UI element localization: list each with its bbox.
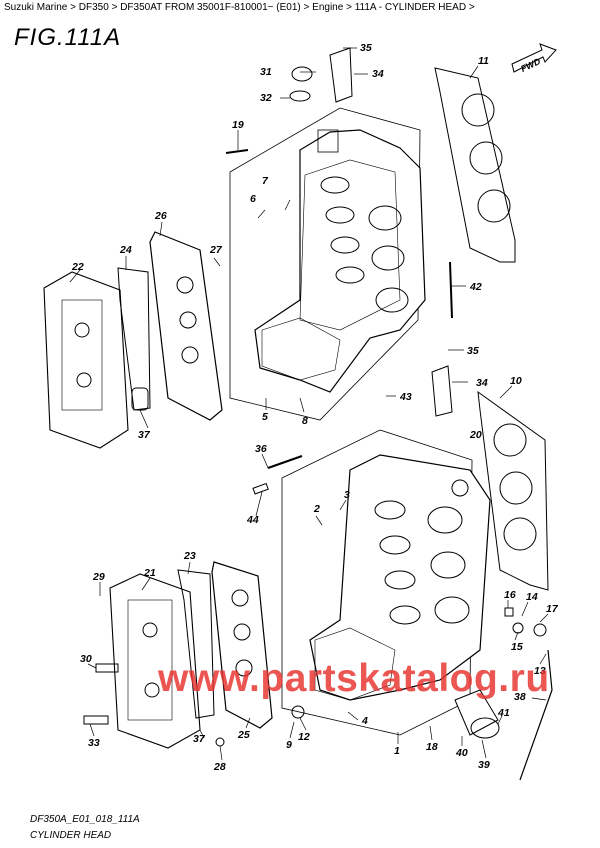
bracket-icon-34 (329, 47, 353, 103)
oil-cap-icon (291, 66, 313, 82)
bolt-icon-36 (267, 455, 303, 469)
part-number-label[interactable]: 6 (250, 193, 256, 205)
breadcrumb-link-suzuki-marine[interactable]: Suzuki Marine (4, 2, 68, 13)
part-number-label[interactable]: 17 (546, 603, 559, 615)
figure-title: FIG.111A (14, 24, 122, 51)
part-number-label[interactable]: 15 (511, 641, 523, 653)
part-number-label[interactable]: 29 (92, 571, 105, 583)
part-number-label[interactable]: 43 (399, 391, 412, 403)
part-number-label[interactable]: 5 (262, 411, 268, 423)
breadcrumb-current: 111A - CYLINDER HEAD (354, 2, 467, 13)
sensor-icon-39 (470, 717, 500, 739)
part-number-label[interactable]: 33 (88, 737, 100, 749)
part-number-label[interactable]: 10 (510, 375, 522, 387)
dowel-pin-icon (252, 482, 269, 495)
part-number-label[interactable]: 26 (154, 210, 167, 222)
breadcrumb-separator: > (111, 2, 118, 13)
part-number-label[interactable]: 1 (394, 745, 400, 757)
upper-cover-gasket (149, 231, 223, 421)
part-number-label[interactable]: 3 (344, 489, 350, 501)
upper-head-gasket (434, 67, 516, 263)
part-number-label[interactable]: 35 (360, 42, 372, 54)
diagram-caption: CYLINDER HEAD (30, 830, 112, 841)
part-number-label[interactable]: 36 (255, 443, 267, 455)
part-number-label[interactable]: 32 (260, 92, 272, 104)
upper-cover-plate (117, 267, 151, 411)
part-number-label[interactable]: 34 (372, 68, 384, 80)
upper-cover-gasket-seals (176, 276, 199, 364)
lower-cam-cover (109, 573, 201, 749)
part-number-label[interactable]: 22 (71, 261, 84, 273)
leader-lines (69, 47, 549, 761)
part-number-label[interactable]: 9 (286, 739, 292, 751)
dipstick-icon (519, 649, 553, 781)
bracket-icon-34b (431, 365, 453, 417)
part-number-label[interactable]: 14 (526, 591, 538, 603)
bolt-icon-42 (449, 261, 453, 319)
fwd-arrow-icon: FWD (511, 43, 557, 74)
washer-icon-15 (512, 622, 524, 634)
sensor-icon-40 (454, 689, 499, 736)
part-number-label[interactable]: 11 (478, 55, 489, 67)
part-number-label[interactable]: 38 (514, 691, 526, 703)
part-number-label[interactable]: 20 (469, 429, 482, 441)
upper-head-outline (229, 107, 421, 421)
breadcrumb-separator: > (468, 2, 475, 13)
part-number-label[interactable]: 41 (497, 707, 510, 719)
part-number-label[interactable]: 23 (183, 550, 196, 562)
part-number-label[interactable]: 39 (478, 759, 490, 771)
part-number-label[interactable]: 12 (298, 731, 310, 743)
part-number-label[interactable]: 28 (213, 761, 226, 773)
grommet-icon-37 (131, 387, 149, 411)
part-number-label[interactable]: 44 (246, 514, 259, 526)
lower-cylinder-head (309, 454, 491, 701)
bolt-icon-19 (225, 149, 249, 154)
breadcrumb-link-model[interactable]: DF350 (78, 2, 109, 13)
part-number-label[interactable]: 27 (209, 244, 223, 256)
part-number-label[interactable]: 7 (262, 175, 269, 187)
part-number-label[interactable]: 35 (467, 345, 479, 357)
lower-cover-gasket-seals (231, 589, 253, 677)
part-number-label[interactable]: 2 (313, 503, 320, 515)
clamp-icon-17 (533, 623, 547, 637)
breadcrumb-link-engine[interactable]: Engine (312, 2, 344, 13)
watermark: www.partskatalog.ru (158, 657, 550, 700)
lower-cover-plate (177, 569, 215, 719)
part-number-label[interactable]: 18 (426, 741, 438, 753)
breadcrumb-separator: > (303, 2, 310, 13)
part-number-label[interactable]: 37 (138, 429, 151, 441)
part-number-label[interactable]: 31 (260, 66, 272, 78)
part-number-label[interactable]: 30 (80, 653, 92, 665)
breadcrumb-link-variant[interactable]: DF350AT FROM 35001F-810001~ (E01) (120, 2, 301, 13)
lower-head-gasket (477, 390, 549, 591)
part-number-label[interactable]: 4 (361, 715, 368, 727)
part-number-label[interactable]: 19 (232, 119, 244, 131)
breadcrumb: Suzuki Marine > DF350 > DF350AT FROM 350… (4, 2, 475, 13)
upper-cylinder-head (254, 129, 426, 393)
o-ring-icon (289, 90, 311, 102)
breadcrumb-separator: > (70, 2, 76, 13)
part-number-label[interactable]: 13 (534, 665, 546, 677)
breadcrumb-separator: > (346, 2, 352, 13)
part-number-label[interactable]: 21 (143, 567, 156, 579)
lower-cover-gasket (211, 561, 273, 729)
part-number-label[interactable]: 42 (469, 281, 482, 293)
part-number-label[interactable]: 34 (476, 377, 488, 389)
upper-cam-cover (43, 271, 129, 449)
part-number-label[interactable]: 25 (237, 729, 250, 741)
part-number-label[interactable]: 24 (119, 244, 132, 256)
spark-plug-icon-33 (83, 715, 109, 725)
part-number-label[interactable]: 8 (302, 415, 308, 427)
nut-icon-16 (504, 607, 514, 617)
part-number-label[interactable]: 37 (193, 733, 206, 745)
part-number-label[interactable]: 16 (504, 589, 516, 601)
washer-icon-12 (291, 705, 305, 719)
plug-icon-28 (215, 737, 225, 747)
part-number-label[interactable]: 40 (455, 747, 468, 759)
drawing-code: DF350A_E01_018_111A (30, 814, 140, 825)
